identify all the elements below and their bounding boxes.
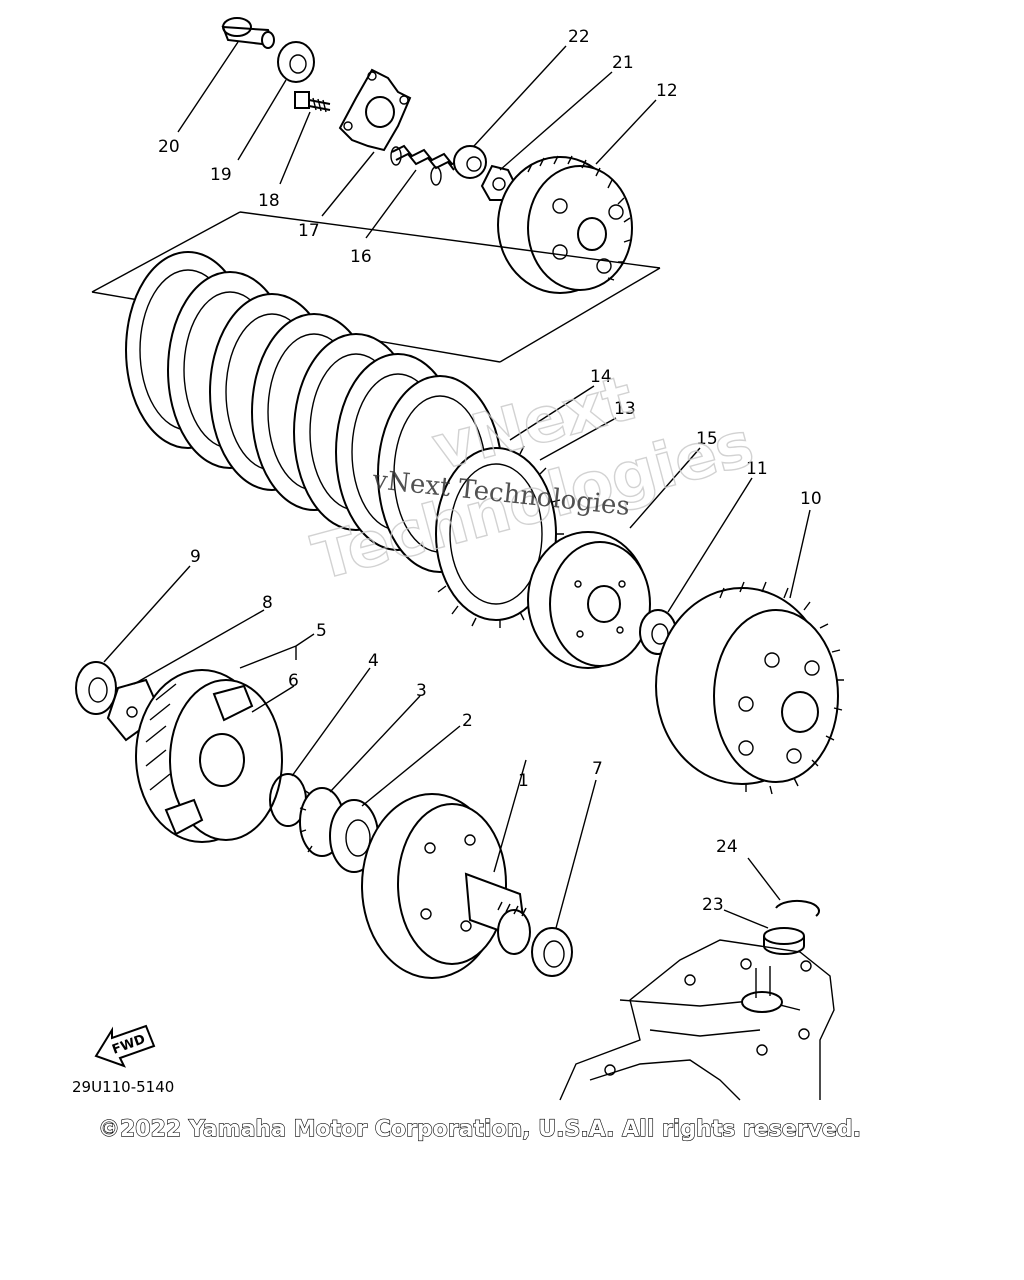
callout-5: 5	[316, 621, 327, 641]
part-washer-9	[75, 661, 117, 715]
callout-11: 11	[746, 459, 768, 479]
callout-14: 14	[590, 367, 612, 387]
callout-20: 20	[158, 137, 180, 157]
copyright-notice: ©2022 Yamaha Motor Corporation, U.S.A. A…	[98, 1117, 861, 1142]
callout-7: 7	[592, 759, 603, 779]
callout-9: 9	[190, 547, 201, 567]
callout-16: 16	[350, 247, 372, 267]
callout-15: 15	[696, 429, 718, 449]
callout-3: 3	[416, 681, 427, 701]
part-friction-plate-13	[435, 445, 564, 628]
callout-12: 12	[656, 81, 678, 101]
part-nut-22	[453, 145, 487, 179]
callout-18: 18	[258, 191, 280, 211]
callout-6: 6	[288, 671, 299, 691]
callout-21: 21	[612, 53, 634, 73]
part-cap-23	[763, 927, 805, 955]
callout-19: 19	[210, 165, 232, 185]
part-clutch-carrier-5	[135, 669, 283, 843]
callout-13: 13	[614, 399, 636, 419]
part-bearing-19	[277, 41, 315, 83]
fwd-arrow: FWD	[94, 1024, 156, 1068]
part-washer-7	[531, 927, 573, 977]
callout-2: 2	[462, 711, 473, 731]
callout-4: 4	[368, 651, 379, 671]
callout-17: 17	[298, 221, 320, 241]
part-screw-18	[294, 91, 331, 113]
part-pressure-plate-15	[527, 531, 651, 669]
crankcase	[559, 939, 835, 1101]
part-clutch-housing-10	[655, 581, 844, 795]
callout-22: 22	[568, 27, 590, 47]
plate-stack-bracket	[91, 211, 661, 363]
callout-8: 8	[262, 593, 273, 613]
part-bolt-20	[221, 17, 275, 49]
callout-24: 24	[716, 837, 738, 857]
callout-labels: 1 2 3 4 5 6 7 8 9 10 11 12 13 14 15 16 1…	[158, 27, 822, 915]
callout-10: 10	[800, 489, 822, 509]
callout-23: 23	[702, 895, 724, 915]
part-clutch-boss-12	[497, 155, 633, 294]
leader-lines	[103, 41, 811, 929]
callout-1: 1	[518, 771, 529, 791]
part-plate-17	[338, 68, 412, 152]
part-clutch-drum-1	[361, 793, 531, 979]
drawing-code: 29U110-5140	[72, 1078, 174, 1096]
part-clip-24	[775, 899, 821, 917]
part-spring-16	[390, 144, 463, 186]
